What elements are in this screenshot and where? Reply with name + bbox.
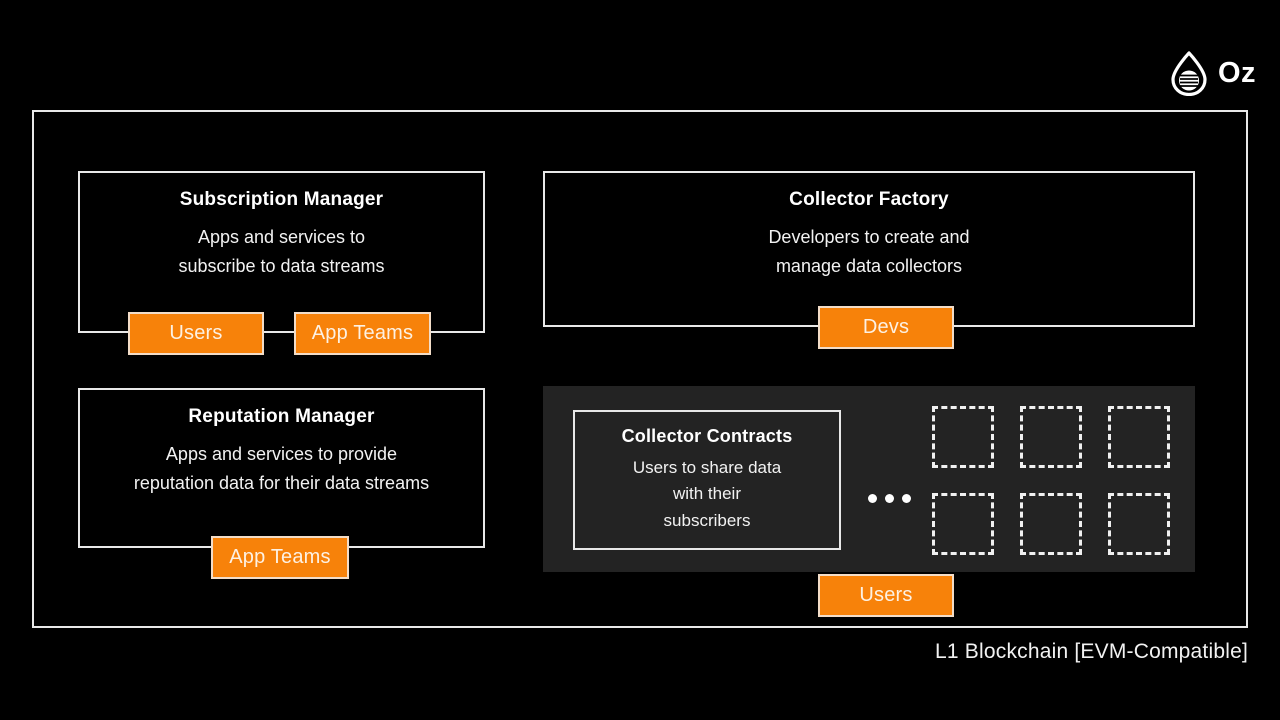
collector-placeholder-slot: [932, 406, 994, 468]
badge-users-subscription[interactable]: Users: [128, 312, 264, 355]
water-droplet-icon: [1171, 51, 1207, 96]
badge-app-teams-subscription[interactable]: App Teams: [294, 312, 431, 355]
badge-app-teams-reputation[interactable]: App Teams: [211, 536, 349, 579]
box-collector-contracts[interactable]: Collector Contracts Users to share data …: [573, 410, 841, 550]
box-description: Apps and services to subscribe to data s…: [178, 227, 385, 277]
collector-placeholder-slot: [1020, 406, 1082, 468]
collector-placeholder-slot: [1108, 406, 1170, 468]
box-title: Reputation Manager: [188, 406, 375, 427]
ellipsis-dot: [885, 494, 894, 503]
badge-devs-collector-factory[interactable]: Devs: [818, 306, 954, 349]
ellipsis-dot: [902, 494, 911, 503]
ellipsis-dot: [868, 494, 877, 503]
box-description: Developers to create and manage data col…: [768, 227, 970, 277]
box-title: Subscription Manager: [179, 189, 384, 210]
collector-placeholder-slot: [1020, 493, 1082, 555]
l1-blockchain-frame: [32, 110, 1248, 628]
box-description: Users to share data with their subscribe…: [632, 458, 782, 530]
box-subscription-manager[interactable]: Subscription Manager Apps and services t…: [78, 171, 485, 333]
ellipsis-indicator: [868, 494, 911, 503]
brand-name: Oz: [1218, 56, 1257, 89]
footer-caption: L1 Blockchain [EVM-Compatible]: [935, 640, 1248, 663]
box-title: Collector Contracts: [621, 426, 793, 446]
collector-placeholder-grid: [932, 406, 1170, 555]
badge-users-collector-contracts[interactable]: Users: [818, 574, 954, 617]
box-reputation-manager[interactable]: Reputation Manager Apps and services to …: [78, 388, 485, 548]
brand-logo: Oz: [1168, 50, 1256, 96]
collector-panel: Collector Contracts Users to share data …: [543, 386, 1195, 572]
box-collector-factory[interactable]: Collector Factory Developers to create a…: [543, 171, 1195, 327]
box-description: Apps and services to provide reputation …: [133, 444, 430, 494]
box-title: Collector Factory: [789, 189, 949, 210]
collector-placeholder-slot: [932, 493, 994, 555]
collector-placeholder-slot: [1108, 493, 1170, 555]
